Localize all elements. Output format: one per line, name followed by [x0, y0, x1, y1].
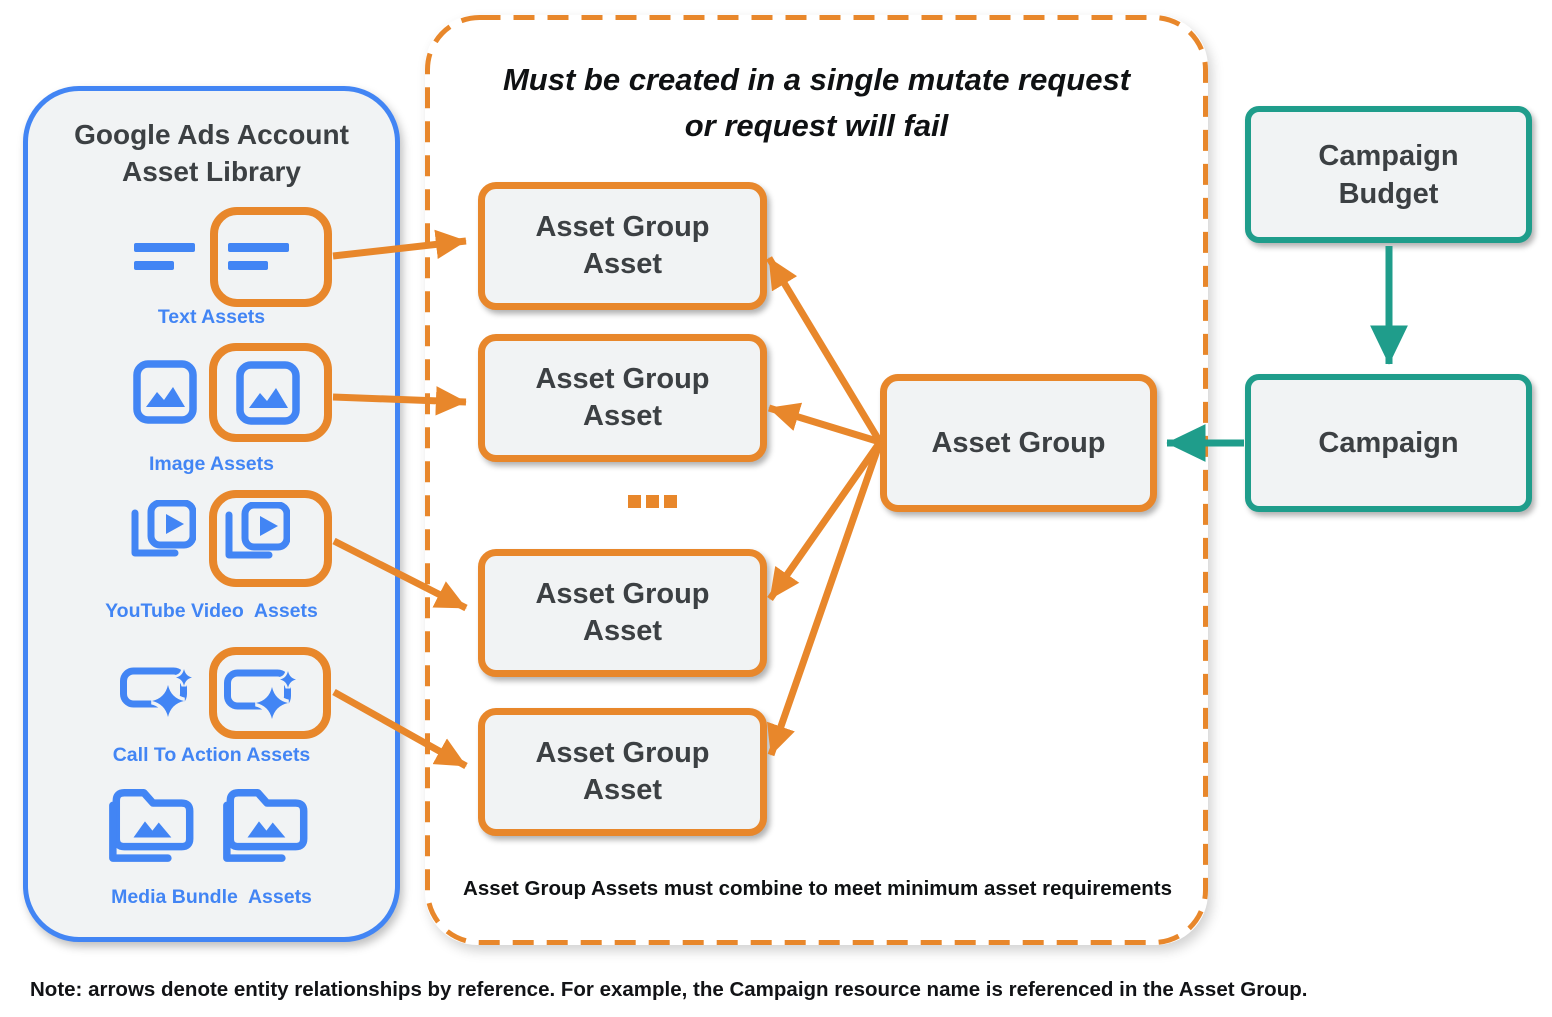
- campaign-label: Campaign: [1318, 427, 1459, 459]
- asset-group-asset-label: Asset: [583, 400, 662, 432]
- selected-cta-asset-frame: [209, 647, 331, 739]
- campaign-budget-label: Campaign: [1318, 139, 1459, 172]
- asset-group-label: Asset Group: [931, 426, 1106, 459]
- text-assets-label: Text Assets: [157, 306, 266, 328]
- call-to-action-sparkle-icon: [120, 667, 193, 718]
- image-icon: [236, 361, 300, 425]
- mutate-panel-title: Must be created in a single mutate reque…: [430, 57, 1203, 149]
- reference-note: Note: arrows denote entity relationships…: [30, 978, 1308, 1001]
- library-title-line2: Asset Library: [122, 156, 301, 187]
- asset-group-asset-label: Asset: [583, 615, 662, 647]
- selected-text-asset-frame: [210, 207, 332, 307]
- text-lines-icon: [228, 243, 289, 270]
- campaign-budget-label: Budget: [1338, 177, 1439, 210]
- media-bundle-assets-label: Media Bundle Assets: [111, 886, 312, 908]
- youtube-assets-label: YouTube Video Assets: [105, 600, 318, 622]
- text-lines-icon: [134, 243, 195, 270]
- call-to-action-sparkle-icon: [224, 669, 297, 720]
- library-title-line1: Google Ads Account: [74, 119, 349, 150]
- selected-video-asset-frame: [209, 490, 332, 587]
- asset-group-asset-label: Asset Group: [535, 737, 710, 769]
- asset-group-asset-box-3: Asset Group Asset: [478, 549, 767, 677]
- selected-image-asset-frame: [209, 343, 332, 442]
- asset-group-asset-label: Asset: [583, 248, 662, 280]
- video-stack-icon: [131, 500, 196, 557]
- asset-group-asset-box-4: Asset Group Asset: [478, 708, 767, 836]
- campaign-budget-box: Campaign Budget: [1245, 106, 1532, 243]
- campaign-box: Campaign: [1245, 374, 1532, 512]
- asset-group-box: Asset Group: [880, 374, 1157, 512]
- asset-group-asset-box-2: Asset Group Asset: [478, 334, 767, 462]
- media-bundle-folder-icon: [223, 789, 308, 862]
- panel-footnote: Asset Group Assets must combine to meet …: [463, 877, 1172, 900]
- image-assets-label: Image Assets: [148, 453, 274, 475]
- image-icon: [133, 360, 197, 424]
- asset-group-asset-label: Asset: [583, 774, 662, 806]
- cta-assets-label: Call To Action Assets: [112, 744, 311, 766]
- library-title: Google Ads Account Asset Library: [23, 116, 400, 190]
- mutate-title-line1: Must be created in a single mutate reque…: [502, 62, 1131, 97]
- video-stack-icon: [225, 502, 290, 559]
- asset-group-asset-label: Asset Group: [535, 363, 710, 395]
- asset-group-asset-label: Asset Group: [535, 578, 710, 610]
- media-bundle-folder-icon: [109, 789, 194, 862]
- mutate-title-line2: or request will fail: [684, 108, 949, 143]
- asset-group-asset-box-1: Asset Group Asset: [478, 182, 767, 310]
- asset-group-asset-label: Asset Group: [535, 211, 710, 243]
